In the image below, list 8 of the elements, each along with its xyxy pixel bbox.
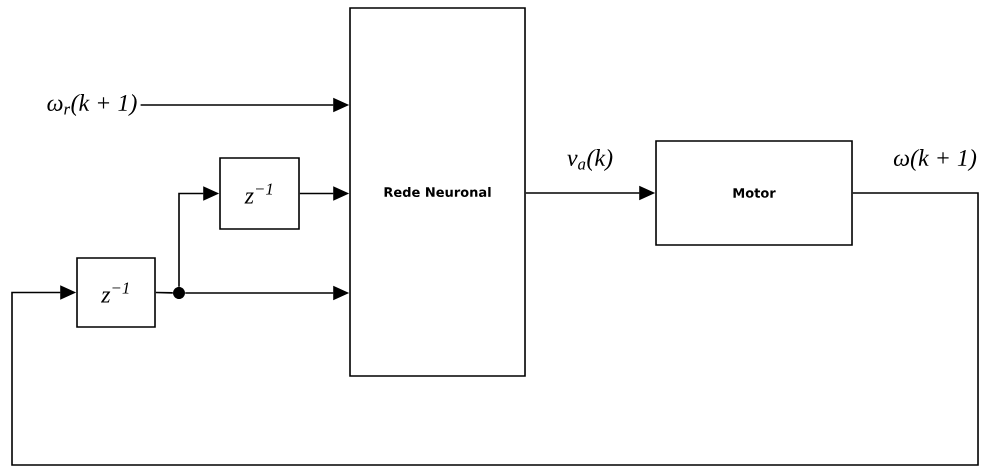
arrow (11, 192, 979, 466)
process-box: Rede Neuronal (349, 7, 526, 377)
delay-block: z$^{−1}$ (219, 157, 300, 230)
input-label: ω$_{r}$(k + 1) (47, 94, 137, 116)
edge-label: v$_{a}$(k) (565, 148, 615, 172)
edge-label: ω(k + 1) (892, 148, 978, 172)
delay-block: z$^{−1}$ (76, 257, 156, 328)
process-box: Motor (655, 140, 853, 246)
